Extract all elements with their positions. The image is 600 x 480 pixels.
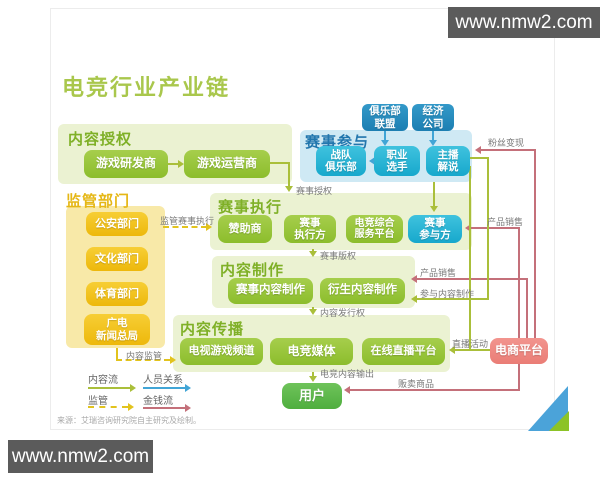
legend-content-flow: 内容流 [88, 375, 118, 386]
arrowhead-participation-to-participant [430, 206, 438, 216]
arrowhead-join-production [407, 295, 417, 303]
legend-content-flow-arrowhead [130, 384, 140, 392]
box-radio-tv-admin: 广电 新闻总局 [84, 314, 150, 345]
line-fan-monetization-h [477, 149, 536, 151]
legend-money-flow-arrow [143, 407, 185, 409]
box-derivative-content-production: 衍生内容制作 [320, 278, 405, 304]
box-ecommerce-platform: 电商平台 [490, 338, 548, 364]
legend-content-flow-arrow [88, 387, 130, 389]
arrowhead-regulate-execution [206, 223, 216, 231]
label-content-regulation: 内容监管 [126, 351, 163, 361]
source-note: 来源：艾瑞咨询研究院自主研究及绘制。 [57, 416, 201, 425]
box-game-operator: 游戏运营商 [184, 150, 270, 178]
arrowhead-player-to-team [365, 157, 375, 165]
label-live-events: 直播活动 [452, 339, 489, 349]
legend-personnel-arrowhead [185, 384, 195, 392]
line-product-sales2-v [526, 279, 528, 338]
box-esports-service-platform: 电竞综合 服务平台 [346, 215, 403, 243]
label-regulate-execution: 监管赛事执行 [160, 216, 215, 226]
arrowhead-fan-monetization [471, 146, 481, 154]
section-title-content-licensing: 内容授权 [68, 131, 133, 148]
label-distribution-rights: 内容发行权 [320, 308, 366, 318]
box-team-club: 战队 俱乐部 [316, 146, 366, 176]
box-game-developer: 游戏研发商 [84, 150, 168, 178]
label-event-copyright: 赛事版权 [320, 251, 357, 261]
label-event-license: 赛事授权 [296, 186, 333, 196]
label-fan-monetization: 粉丝变现 [488, 138, 525, 148]
line-join-production-v [487, 157, 489, 299]
section-title-content-distribution: 内容传播 [180, 321, 245, 338]
box-event-content-production: 赛事内容制作 [228, 278, 313, 304]
arrow-agency-to-streamer [432, 131, 434, 141]
line-fan-monetization-v [534, 150, 536, 338]
label-product-sales-2: 产品销售 [420, 268, 457, 278]
line-live-events-h [451, 349, 490, 351]
box-culture-dept: 文化部门 [86, 247, 148, 271]
box-event-participant: 赛事 参与方 [408, 215, 462, 243]
arrow-op-to-execution-h [270, 162, 290, 164]
arrow-op-to-execution-v [288, 162, 290, 186]
arrow-content-regulation-h [116, 359, 170, 361]
box-esports-media: 电竞媒体 [270, 338, 353, 365]
section-title-event-execution: 赛事执行 [218, 199, 283, 216]
line-join-production-h1 [470, 157, 488, 159]
arrowhead-agency-to-streamer [429, 140, 437, 150]
legend-money-flow: 金钱流 [143, 396, 173, 407]
legend-regulation-arrowhead [128, 403, 138, 411]
box-agency-company: 经济 公司 [412, 104, 454, 131]
box-club-alliance: 俱乐部 联盟 [362, 104, 408, 131]
arrowhead-product-sales2 [407, 275, 417, 283]
arrowhead-op-to-execution [285, 186, 293, 196]
arrow-content-regulation-v [116, 348, 118, 360]
label-sell-goods: 贩卖商品 [398, 379, 435, 389]
box-user: 用户 [282, 383, 342, 409]
line-streamer-to-live-v [469, 166, 471, 350]
arrowhead-dev-to-op [178, 160, 188, 168]
legend-regulation: 监管 [88, 396, 108, 407]
box-tv-game-channel: 电视游戏频道 [180, 338, 263, 365]
line-product-sales1-v [518, 228, 520, 338]
arrow-execution-to-production [312, 249, 314, 252]
arrowhead-distribution-to-user [309, 376, 317, 386]
watermark-top: www.nmw2.com [448, 7, 600, 38]
line-sell-goods-v [518, 364, 520, 391]
arrowhead-product-sales1 [461, 224, 471, 232]
box-public-security: 公安部门 [86, 212, 148, 236]
box-pro-player: 职业 选手 [374, 146, 420, 176]
section-title-content-production: 内容制作 [220, 262, 285, 279]
box-streamer-commentator: 主播 解说 [426, 146, 470, 176]
label-product-sales-1: 产品销售 [487, 217, 524, 227]
line-product-sales1-h [467, 227, 520, 229]
page-title: 电竞行业产业链 [62, 75, 231, 100]
arrow-dev-to-op [168, 163, 178, 165]
legend-regulation-arrow [88, 406, 128, 408]
box-sponsor: 赞助商 [218, 215, 272, 243]
box-sports-dept: 体育部门 [86, 282, 148, 306]
arrowhead-alliance-to-player [381, 140, 389, 150]
arrowhead-sell-goods [340, 386, 350, 394]
box-online-live-platform: 在线直播平台 [362, 338, 445, 365]
section-title-regulators: 监管部门 [66, 193, 131, 210]
legend-money-flow-arrowhead [185, 404, 195, 412]
arrowhead-execution-to-production [309, 251, 317, 261]
slide-frame [50, 8, 555, 430]
watermark-bottom: www.nmw2.com [8, 440, 153, 473]
arrowhead-live-events [445, 346, 455, 354]
label-join-production: 参与内容制作 [420, 289, 475, 299]
arrow-alliance-to-player [384, 131, 386, 141]
box-event-executor: 赛事 执行方 [284, 215, 336, 243]
legend-personnel: 人员关系 [143, 375, 183, 386]
arrow-participation-to-participant [433, 182, 435, 206]
arrowhead-content-regulation [170, 356, 180, 364]
legend-personnel-arrow [143, 387, 185, 389]
arrow-distribution-to-user [312, 372, 314, 377]
arrow-production-to-distribution [312, 307, 314, 310]
line-join-production-h2 [413, 298, 489, 300]
arrow-regulate-execution [163, 226, 207, 228]
label-content-output: 电竞内容输出 [320, 369, 375, 379]
line-sell-goods-h [346, 389, 520, 391]
arrowhead-production-to-distribution [309, 309, 317, 319]
